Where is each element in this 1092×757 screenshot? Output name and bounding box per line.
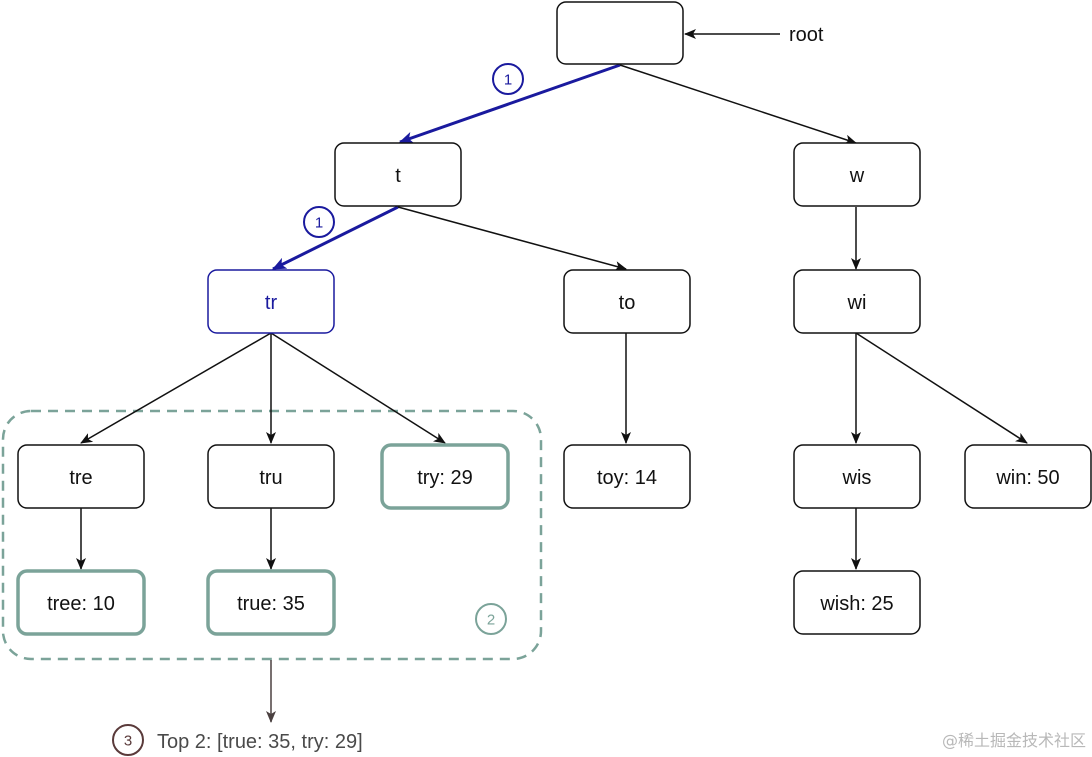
node-t-label: t — [395, 165, 401, 187]
node-tru: tru — [207, 444, 335, 509]
edge-tr-try — [270, 332, 446, 444]
edge-t-to — [397, 206, 627, 271]
node-true: true: 35 — [206, 569, 336, 636]
step-2-label: 2 — [487, 612, 495, 629]
step-3-badge: 3 — [112, 724, 144, 756]
node-toy-label: toy: 14 — [597, 467, 657, 489]
node-wi: wi — [793, 269, 921, 334]
node-to: to — [563, 269, 691, 334]
node-try-label: try: 29 — [417, 467, 473, 489]
node-toy: toy: 14 — [563, 444, 691, 509]
step-2-badge: 2 — [475, 603, 507, 635]
node-tre-label: tre — [69, 467, 92, 489]
node-wis-label: wis — [842, 467, 872, 489]
node-true-label: true: 35 — [237, 593, 305, 615]
node-wi-label: wi — [847, 292, 867, 314]
edge-wi-win — [855, 332, 1028, 444]
result-text: Top 2: [true: 35, try: 29] — [157, 731, 363, 753]
node-tre: tre — [17, 444, 145, 509]
edge-tr-tre — [80, 332, 272, 444]
node-root — [556, 1, 684, 65]
node-win: win: 50 — [964, 444, 1092, 509]
step-1-label-t: 1 — [315, 215, 323, 232]
step-1-badge-root: 1 — [492, 63, 524, 95]
edge-root-t — [399, 63, 621, 144]
node-w: w — [793, 142, 921, 207]
node-tr-label: tr — [265, 292, 278, 314]
node-w-label: w — [849, 165, 865, 187]
watermark: @稀土掘金技术社区 — [942, 731, 1086, 750]
step-1-badge-t: 1 — [303, 206, 335, 238]
node-win-label: win: 50 — [995, 467, 1059, 489]
step-3-label: 3 — [124, 733, 132, 750]
top-k-group-box — [1, 409, 543, 661]
root-label: root — [789, 24, 824, 46]
node-try: try: 29 — [380, 443, 510, 510]
edge-t-tr — [272, 205, 399, 271]
edge-root-w — [619, 64, 857, 145]
node-wish-label: wish: 25 — [819, 593, 893, 615]
node-tru-label: tru — [259, 467, 282, 489]
node-t: t — [334, 142, 462, 207]
node-to-label: to — [619, 292, 636, 314]
node-tr: tr — [207, 269, 335, 334]
node-wis: wis — [793, 444, 921, 509]
node-tree-label: tree: 10 — [47, 593, 115, 615]
node-tree: tree: 10 — [16, 569, 146, 636]
node-wish: wish: 25 — [793, 570, 921, 635]
step-1-label-root: 1 — [504, 72, 512, 89]
